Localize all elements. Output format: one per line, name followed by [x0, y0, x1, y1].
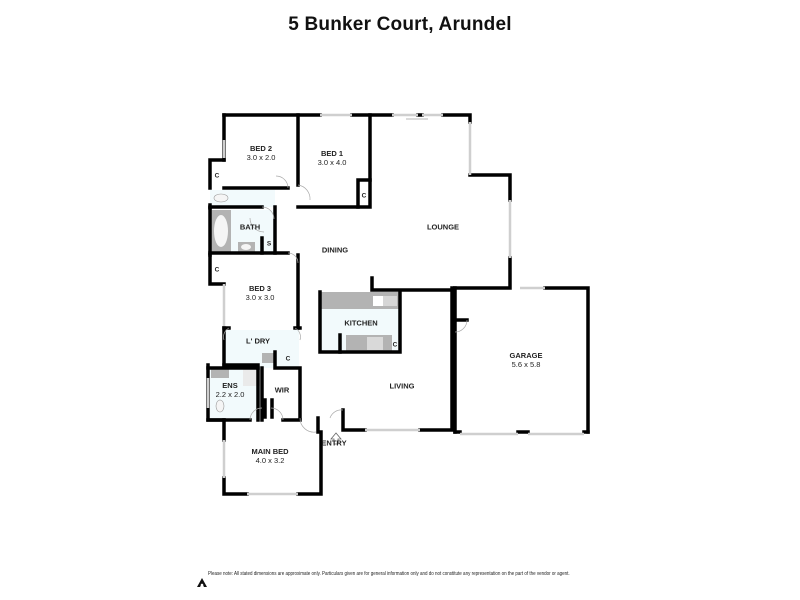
room-label-bed2: BED 2 3.0 x 2.0 [246, 144, 276, 162]
room-label-bed1: BED 1 3.0 x 4.0 [317, 149, 347, 167]
room-label-garage: GARAGE 5.6 x 5.8 [509, 351, 543, 369]
room-label-entry: ENTRY [321, 438, 347, 448]
room-label-kitchen: KITCHEN [344, 318, 378, 328]
door-swings [223, 175, 468, 433]
entry-arrow-icon [330, 432, 342, 445]
page-title: 5 Bunker Court, Arundel [288, 14, 512, 35]
logo-icon [197, 578, 207, 587]
toilets [213, 193, 229, 413]
closet-label-bed1: C [361, 192, 367, 200]
laundry-tub [262, 353, 274, 363]
room-label-wir: WIR [274, 385, 290, 395]
closet-label-kitchen: C [392, 341, 398, 349]
closet-label-laundry: C [285, 355, 291, 363]
windows [206, 113, 584, 496]
room-label-laundry: L' DRY [245, 336, 271, 346]
shower-label-bath: S [266, 240, 272, 248]
room-label-living: LIVING [389, 381, 415, 391]
room-label-dining: DINING [321, 245, 349, 255]
room-label-lounge: LOUNGE [426, 222, 460, 232]
ensuite-shower [243, 369, 260, 386]
disclaimer-text: Please note: All stated dimensions are a… [208, 571, 570, 577]
fixtures [211, 210, 400, 386]
closet-label-bed3: C [214, 266, 220, 274]
room-label-main-bed: MAIN BED 4.0 x 3.2 [251, 447, 289, 465]
closet-label-bed2: C [214, 172, 220, 180]
ensuite-vanity [211, 368, 229, 378]
room-label-ensuite: ENS 2.2 x 2.0 [215, 381, 245, 399]
room-label-bath: BATH [239, 222, 261, 232]
room-label-bed3: BED 3 3.0 x 3.0 [245, 284, 275, 302]
